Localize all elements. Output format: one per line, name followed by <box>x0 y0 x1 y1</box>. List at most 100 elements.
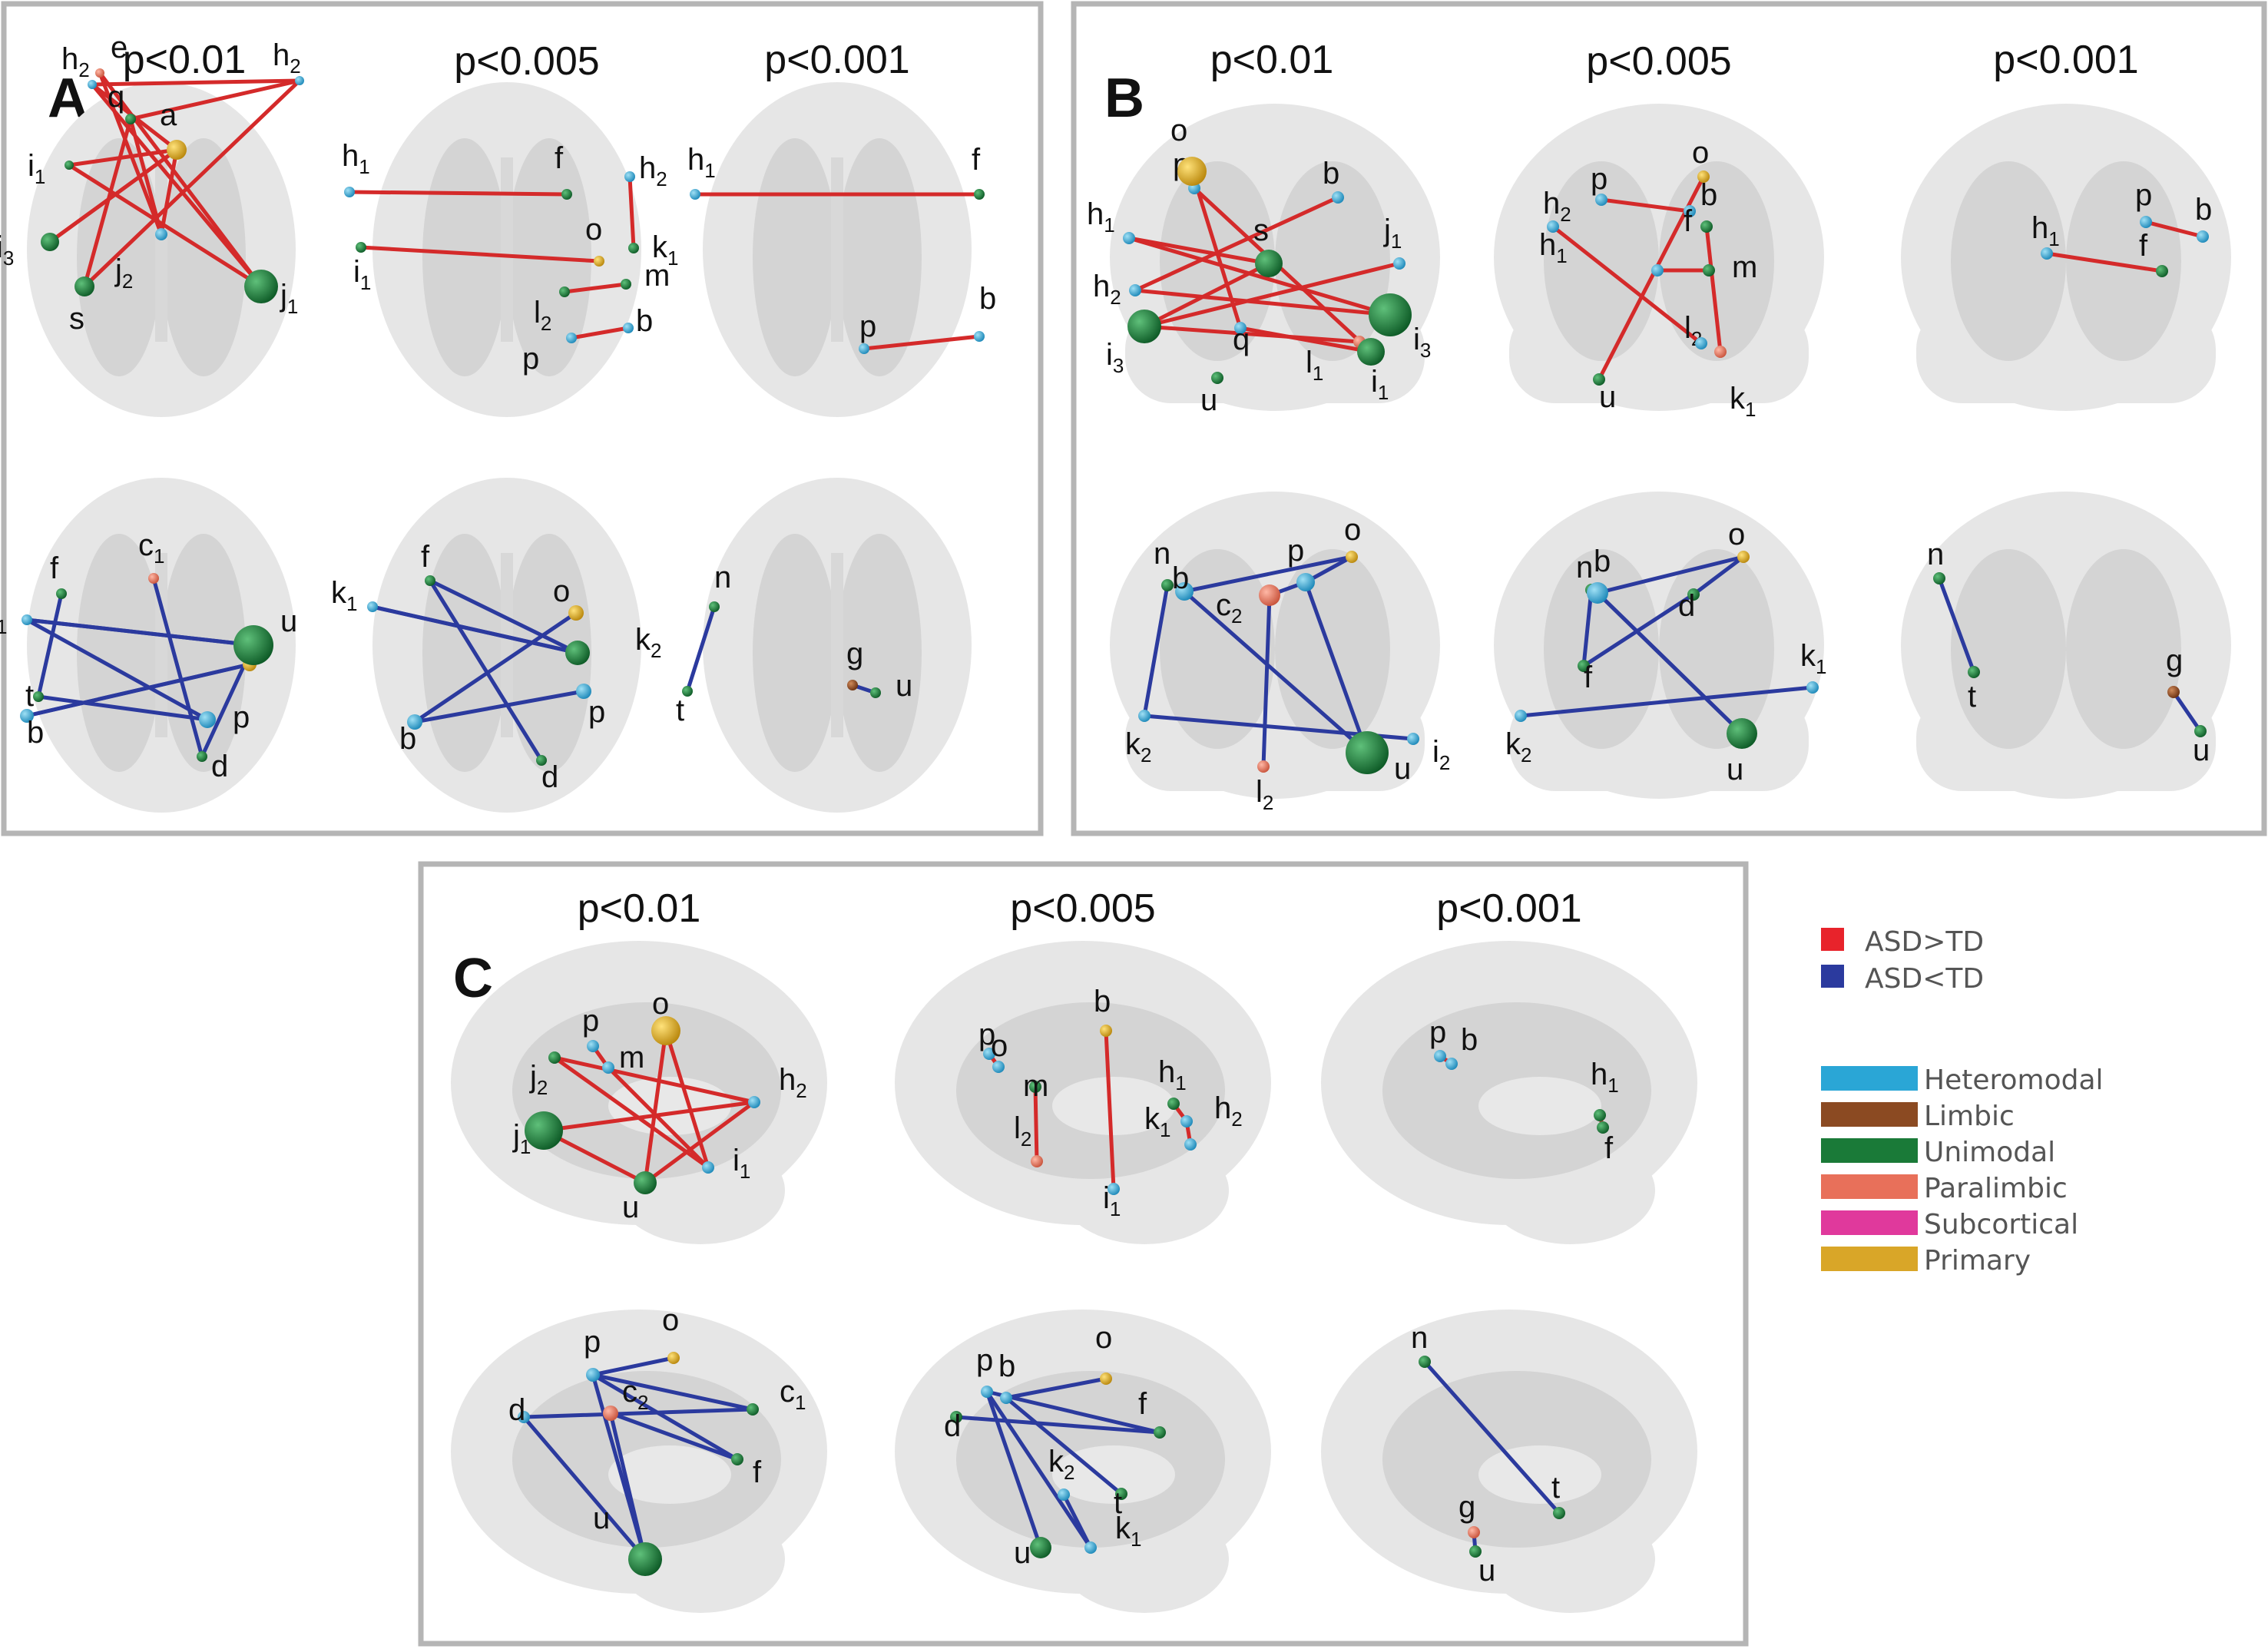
region-node <box>1177 157 1207 186</box>
region-node <box>1257 760 1270 773</box>
panel-letter-b: B <box>1104 68 1144 129</box>
node-label: o <box>1692 136 1709 170</box>
region-node <box>1184 1138 1197 1151</box>
node-label: u <box>2193 733 2210 767</box>
panel-c-threshold-3: p<0.001 <box>1436 886 1581 931</box>
node-label: c2 <box>1216 588 1242 627</box>
region-node <box>1357 338 1385 366</box>
region-node <box>847 680 858 690</box>
region-node <box>1700 220 1713 233</box>
connection-edge <box>128 117 164 237</box>
node-label: d <box>1678 589 1695 623</box>
region-node <box>1167 1098 1180 1110</box>
region-node <box>199 711 216 728</box>
region-node <box>1127 310 1161 343</box>
legend-label-primary: Primary <box>1924 1245 2031 1276</box>
region-node <box>1180 1115 1193 1127</box>
legend-swatch-paralimbic <box>1821 1174 1918 1199</box>
node-label: o <box>991 1029 1008 1063</box>
node-label: f <box>1138 1387 1147 1421</box>
region-node <box>167 140 187 160</box>
node-label: o <box>553 575 570 608</box>
node-label: o <box>1344 513 1361 547</box>
region-node <box>667 1352 680 1364</box>
node-label: t <box>25 679 34 713</box>
legend-label-subcortical: Subcortical <box>1924 1209 2078 1240</box>
node-label: d <box>944 1409 961 1443</box>
connection-edge <box>862 334 982 351</box>
panel-b-threshold-3: p<0.001 <box>1993 38 2138 82</box>
connection-edge <box>643 1100 757 1185</box>
node-label: o <box>1095 1321 1112 1355</box>
connection-edge <box>1142 261 1271 329</box>
region-node <box>981 1386 993 1398</box>
node-label: u <box>1478 1554 1495 1588</box>
connection-edge <box>82 78 302 289</box>
node-label: n <box>714 561 731 594</box>
region-node <box>628 1542 662 1576</box>
connection-edge <box>1004 1376 1108 1400</box>
region-node <box>74 276 94 296</box>
node-label: p <box>1591 162 1607 196</box>
region-node <box>65 161 74 170</box>
connection-edge <box>541 1100 757 1133</box>
region-node <box>1594 1109 1606 1121</box>
region-node <box>1407 733 1419 745</box>
region-node <box>1138 710 1151 722</box>
region-node <box>1714 346 1727 358</box>
connection-edge <box>98 71 263 289</box>
node-label: o <box>1728 518 1745 551</box>
node-label: p <box>233 700 250 734</box>
legend-label-heteromodal: Heteromodal <box>1924 1065 2104 1096</box>
panel-b-threshold-1: p<0.01 <box>1210 38 1334 82</box>
legend-label-asd-lt-td: ASD<TD <box>1865 963 1984 995</box>
node-label: m <box>1023 1069 1048 1103</box>
region-node <box>568 605 584 621</box>
node-label: u <box>1200 383 1217 417</box>
region-node <box>587 1040 599 1052</box>
region-node <box>1593 373 1605 386</box>
panel-a-threshold-3: p<0.001 <box>764 38 909 82</box>
region-node <box>1369 293 1412 336</box>
connection-edge <box>664 1028 710 1170</box>
region-node <box>367 601 378 612</box>
panel-a-graph-r2-c1: fc1k1outbpd <box>0 478 297 813</box>
region-node <box>525 1111 563 1150</box>
node-label: o <box>652 987 669 1021</box>
node-label: h2 <box>1543 187 1571 226</box>
node-label: u <box>896 669 912 703</box>
region-node <box>22 614 32 625</box>
region-node <box>1434 1050 1446 1062</box>
region-node <box>1129 284 1141 296</box>
region-node <box>2156 265 2168 277</box>
region-node <box>731 1453 743 1465</box>
node-label: p <box>582 1004 599 1038</box>
connection-edge <box>1595 555 1746 595</box>
node-label: b <box>998 1349 1015 1383</box>
node-label: q <box>108 80 124 114</box>
node-label: f <box>421 540 430 574</box>
node-label: t <box>1114 1486 1122 1520</box>
region-node <box>41 233 59 251</box>
connection-edge <box>552 1055 757 1104</box>
connection-edge <box>1190 169 1243 330</box>
node-label: b <box>1594 545 1611 578</box>
region-node <box>1031 1155 1043 1167</box>
region-node <box>1695 337 1707 349</box>
node-label: b <box>1323 157 1339 190</box>
panel-a-graph-r1-c1: h2eh2qai1i3sj2j1 <box>0 31 304 417</box>
region-node <box>1687 588 1700 601</box>
node-label: p <box>522 342 539 376</box>
node-label: f <box>2139 229 2148 263</box>
node-label: f <box>1584 661 1593 694</box>
connection-edge <box>985 1389 1162 1435</box>
legend-swatch-subcortical <box>1821 1210 1918 1235</box>
connection-edge <box>985 1389 1043 1550</box>
region-node <box>1515 710 1527 722</box>
connection-edge <box>82 117 133 289</box>
